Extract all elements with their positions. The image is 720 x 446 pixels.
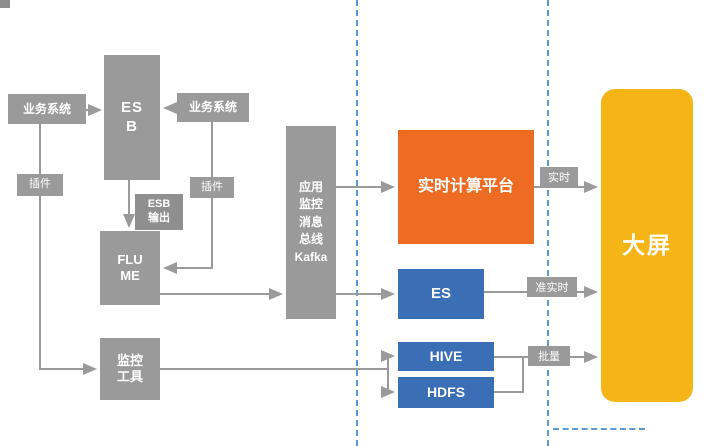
dashed-line-bottom xyxy=(553,428,645,430)
edge-label-near-realtime: 准实时 xyxy=(527,277,577,297)
node-business-system-right: 业务系统 xyxy=(177,93,249,122)
corner-mark xyxy=(0,0,10,8)
dashed-divider-left xyxy=(356,0,358,446)
node-business-system-left: 业务系统 xyxy=(8,94,86,124)
dashed-divider-right xyxy=(547,0,549,446)
node-big-screen: 大屏 xyxy=(601,89,693,402)
node-es: ES xyxy=(398,269,484,319)
node-hdfs: HDFS xyxy=(398,377,494,408)
node-plugin-right: 插件 xyxy=(190,177,234,198)
node-monitor-tools: 监控 工具 xyxy=(100,338,160,400)
node-esb: ES B xyxy=(104,55,160,180)
node-hive: HIVE xyxy=(398,342,494,371)
node-esb-output: ESB 输出 xyxy=(135,194,183,230)
edge-label-realtime: 实时 xyxy=(540,167,578,187)
node-flume: FLU ME xyxy=(100,231,160,305)
node-plugin-left: 插件 xyxy=(17,174,63,196)
edge-label-batch: 批量 xyxy=(528,346,570,366)
node-realtime-platform: 实时计算平台 xyxy=(398,130,534,244)
node-kafka-bus: 应用 监控 消息 总线 Kafka xyxy=(286,126,336,319)
